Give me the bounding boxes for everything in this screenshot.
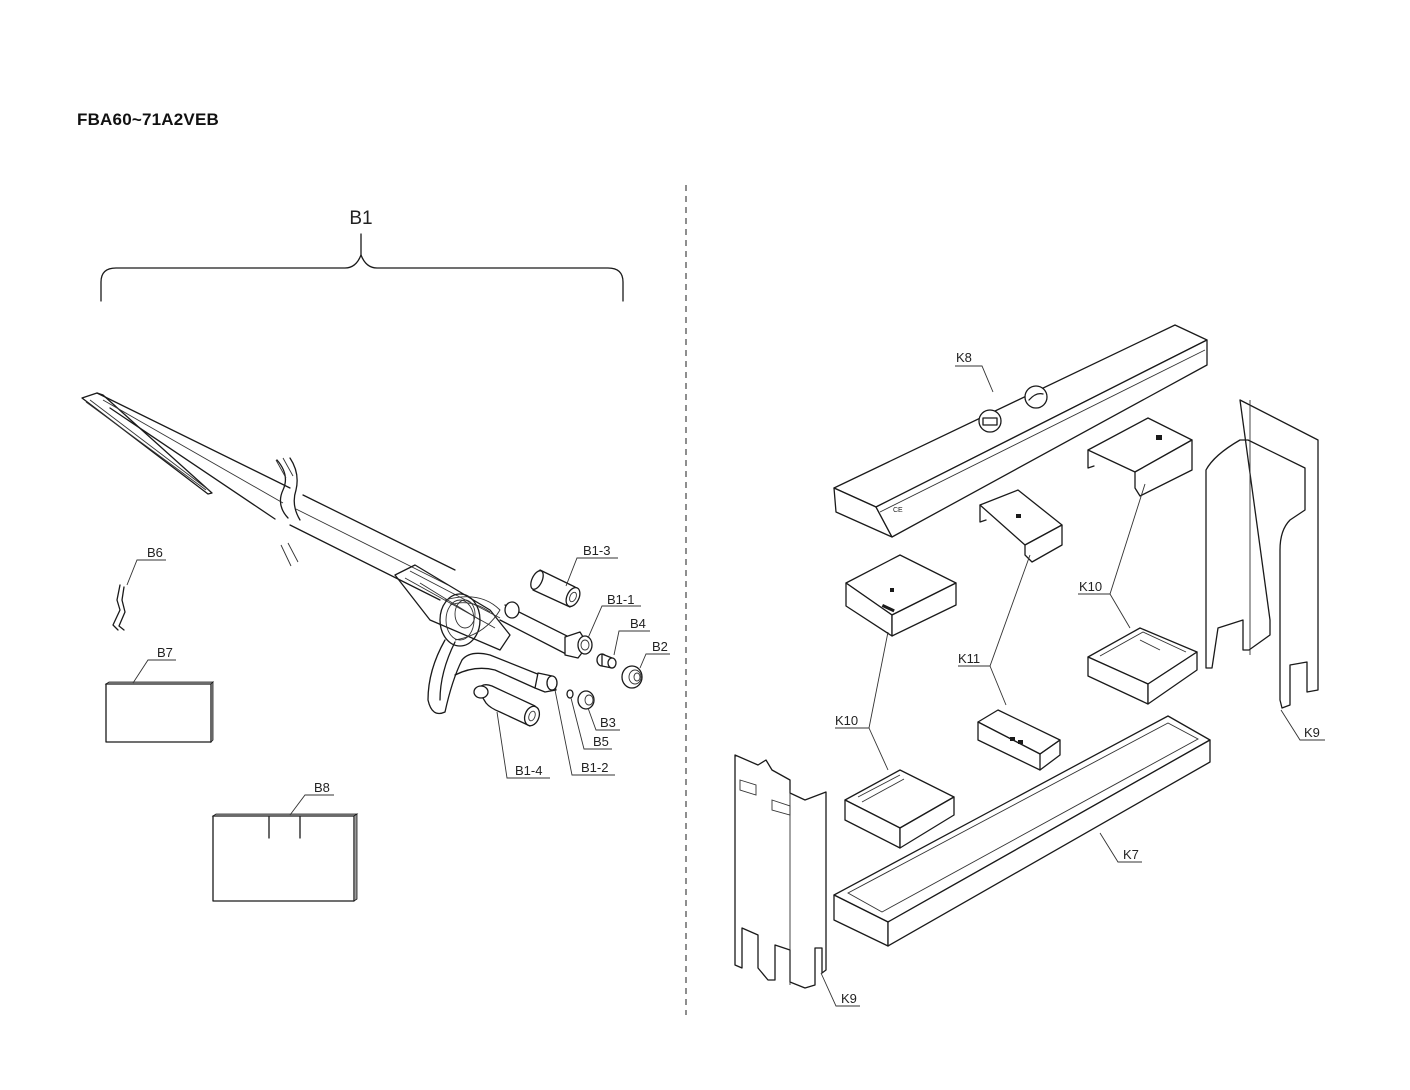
right-callouts: K8 K10 K10 K11 K9 K9 K7: [820, 350, 1325, 1007]
part-b1-4-insulation: [473, 684, 541, 727]
callout-b7: B7: [157, 645, 173, 660]
callout-b4: B4: [630, 616, 646, 631]
part-b7-sheet: [104, 681, 214, 743]
callout-k10-right: K10: [1079, 579, 1102, 594]
callout-b1-2: B1-2: [581, 760, 608, 775]
callout-k7: K7: [1123, 847, 1139, 862]
part-b1-3-insulation: [530, 569, 581, 608]
callout-b5: B5: [593, 734, 609, 749]
part-k11-bracket-lower: [977, 709, 1061, 771]
callout-k9-right: K9: [1304, 725, 1320, 740]
refrigerant-pipe-assembly: [81, 392, 593, 715]
left-panel: B1: [81, 208, 670, 902]
part-b6-clip: [112, 584, 126, 631]
callout-k11: K11: [958, 651, 980, 666]
part-k10-bracket-right-upper: [1087, 417, 1193, 497]
part-k11-bracket-upper: [979, 489, 1063, 563]
callout-b1-3: B1-3: [583, 543, 610, 558]
right-panel: CE: [734, 324, 1325, 1007]
part-b5-cap: [566, 689, 574, 699]
part-b4-cap: [596, 653, 617, 669]
b1-label: B1: [349, 208, 372, 229]
left-callouts: B1-3 B1-1 B4 B2 B3 B5 B1-2 B1-4 B6: [126, 543, 670, 816]
model-title: FBA60~71A2VEB: [77, 110, 219, 129]
callout-b1-4: B1-4: [515, 763, 542, 778]
part-k8-top-tray: CE: [833, 324, 1208, 538]
callout-k8: K8: [956, 350, 972, 365]
callout-k9-left: K9: [841, 991, 857, 1006]
part-b3-flare-nut: [577, 690, 595, 710]
part-b8-sheet: [211, 813, 359, 902]
part-k7-bottom-tray: [833, 715, 1211, 947]
ce-mark: CE: [893, 507, 903, 514]
callout-b3: B3: [600, 715, 616, 730]
callout-b1-1: B1-1: [607, 592, 634, 607]
b1-assembly-brace: B1: [100, 208, 624, 302]
part-k9-side-panel-right: [1205, 399, 1319, 709]
callout-b2: B2: [652, 639, 668, 654]
callout-b8: B8: [314, 780, 330, 795]
part-b2-flare-nut: [621, 665, 643, 689]
callout-k10-left: K10: [835, 713, 858, 728]
callout-b6: B6: [147, 545, 163, 560]
part-k10-block-left-upper: [845, 554, 957, 637]
part-k10-tray-left-lower: [844, 769, 955, 849]
part-k9-side-panel-left: [734, 754, 827, 989]
part-k10-tray-right-lower: [1087, 627, 1198, 705]
